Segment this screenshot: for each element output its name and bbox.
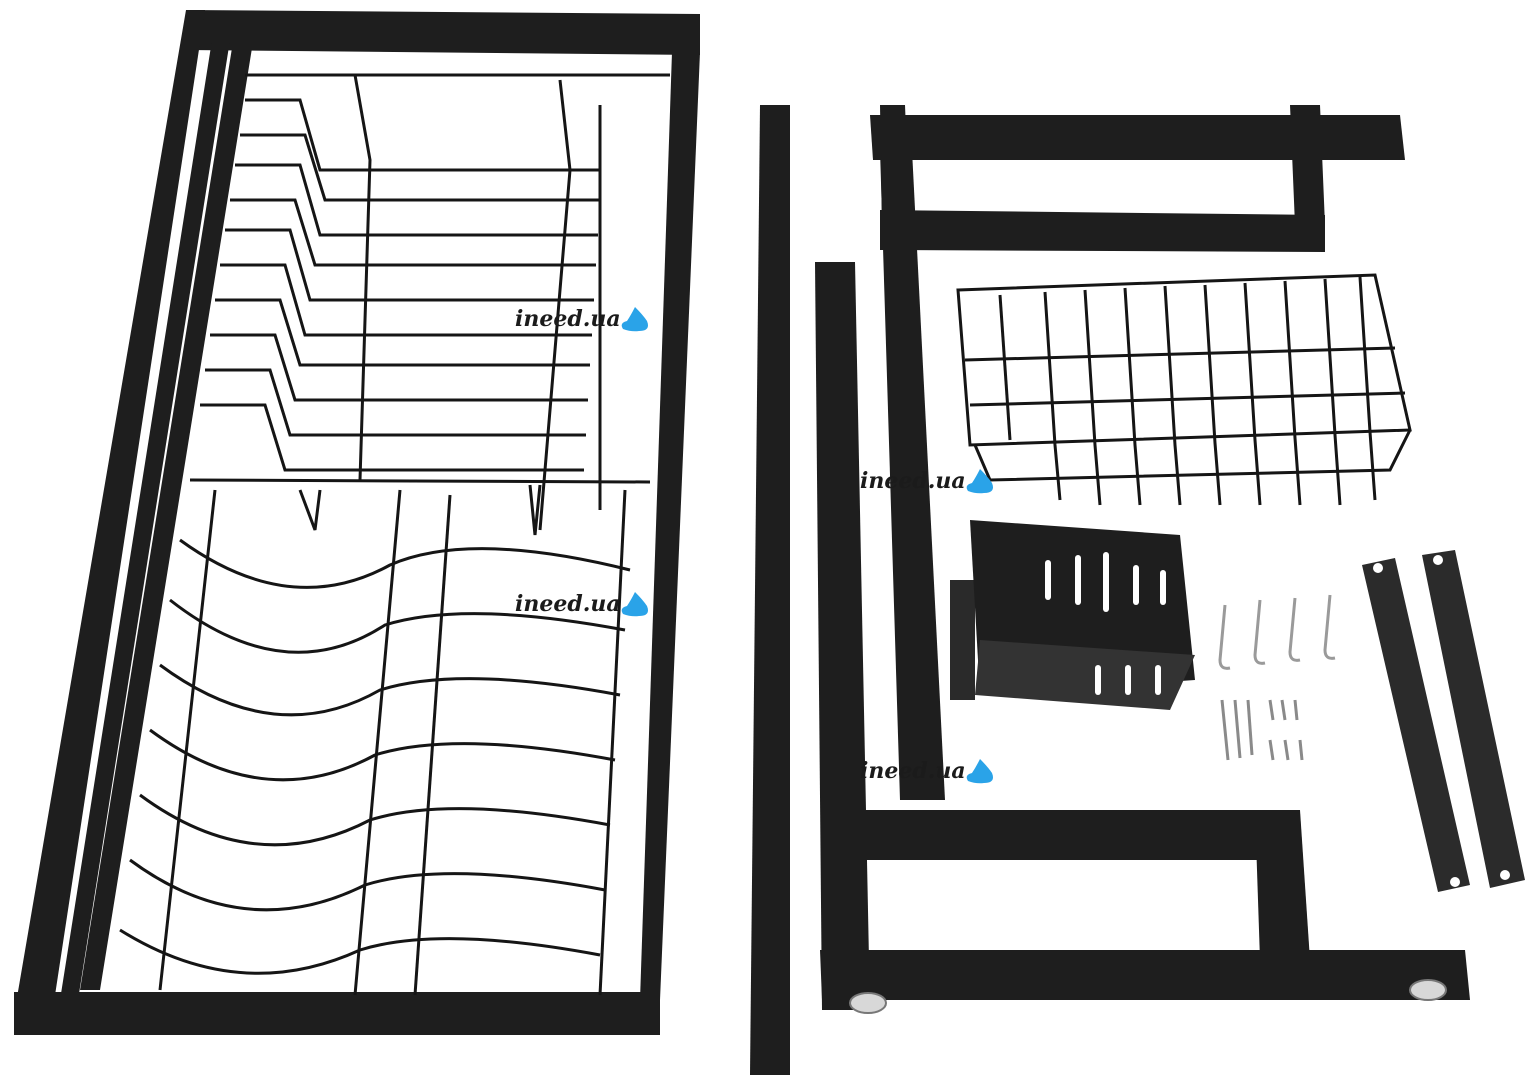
- side-frame-upper: [870, 105, 1405, 800]
- water-drop-icon: [621, 307, 648, 332]
- vertical-post-long: [750, 105, 790, 1075]
- watermark: ineed.ua: [860, 467, 998, 495]
- watermark: ineed.ua: [515, 590, 653, 618]
- dish-rack-frame: [14, 10, 700, 1035]
- support-straps: [1362, 550, 1525, 892]
- screws: [1220, 699, 1304, 761]
- hooks: [1218, 594, 1336, 670]
- watermark-text: ineed.ua: [515, 306, 621, 332]
- knife-holder: [950, 520, 1195, 710]
- plate-wires-upper: [189, 73, 670, 536]
- water-drop-icon: [966, 469, 993, 494]
- wheel-icon: [849, 979, 1447, 1014]
- watermark: ineed.ua: [860, 757, 998, 785]
- wire-basket: [956, 273, 1412, 506]
- watermark: ineed.ua: [515, 305, 653, 333]
- watermark-text: ineed.ua: [515, 591, 621, 617]
- watermark-text: ineed.ua: [860, 758, 966, 784]
- side-frame-lower: [815, 262, 1470, 1010]
- water-drop-icon: [966, 759, 993, 784]
- bowl-wires-lower: [119, 489, 631, 996]
- water-drop-icon: [621, 592, 648, 617]
- watermark-text: ineed.ua: [860, 468, 966, 494]
